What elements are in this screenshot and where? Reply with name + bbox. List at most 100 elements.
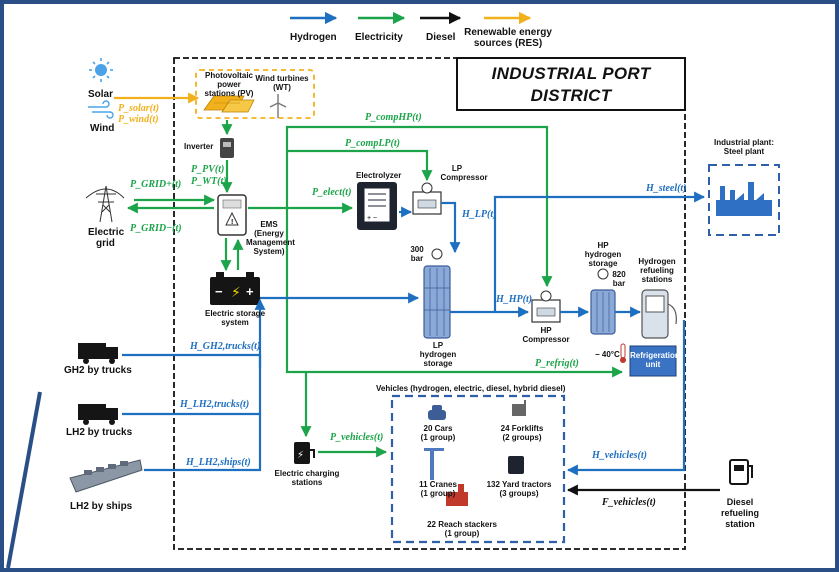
lp-storage-label-line3: storage	[423, 359, 453, 368]
diesel-station-label-line3: station	[725, 519, 755, 529]
district-title-line1: INDUSTRIAL PORT	[491, 64, 651, 83]
storage-label-line1: Electric storage	[204, 309, 266, 318]
svg-text:−: −	[215, 284, 223, 299]
lh2-ships-label: LH2 by ships	[70, 501, 133, 512]
lp-storage-label-line1: LP	[432, 341, 444, 350]
tractors-label-line2: (3 groups)	[499, 489, 539, 498]
legend-diesel-label: Diesel	[426, 32, 456, 43]
h-vehicles-arrow	[566, 320, 686, 476]
hp-storage-label-line1: HP	[597, 241, 609, 250]
diesel-station-label-line1: Diesel	[726, 497, 754, 507]
forklifts-label-line2: (2 groups)	[502, 433, 542, 442]
refrig-label-line1: Refrigeration	[630, 351, 680, 360]
gh2-trucks-label: GH2 by trucks	[64, 365, 132, 376]
tractors-label-line1: 132 Yard tractors	[486, 480, 552, 489]
ems-label-line3: Management	[246, 238, 295, 247]
corner-pointer	[6, 391, 42, 569]
p-comp-hp-label: P_compHP(t)	[365, 112, 422, 123]
thermometer-icon	[620, 343, 626, 363]
battery-icon: − ⚡ +	[210, 272, 260, 305]
hp-compressor-label-line1: HP	[540, 326, 552, 335]
lp-storage-label-line2: hydrogen	[419, 350, 457, 359]
vehicles-title: Vehicles (hydrogen, electric, diesel, hy…	[376, 384, 566, 393]
wt-label-line2: (WT)	[273, 83, 291, 92]
h-lh2-ships-line	[144, 414, 262, 472]
lp-compressor-label-line1: LP	[451, 164, 463, 173]
cars-label-line2: (1 group)	[420, 433, 456, 442]
legend-electricity-label: Electricity	[355, 32, 403, 43]
ems-label-line4: System)	[253, 247, 285, 256]
diesel-station-label-line2: refueling	[720, 508, 759, 518]
hydrogen-dispenser-icon	[641, 289, 677, 339]
car-icon	[428, 405, 446, 420]
grid-label-line1: Electric	[88, 227, 125, 238]
legend-res-label-line2: sources (RES)	[473, 38, 543, 49]
district-title-box	[456, 57, 686, 111]
p-pv-label: P_PV(t)	[191, 164, 225, 175]
pv-label-line3: stations (PV)	[204, 89, 254, 98]
h-gh2-trucks-label: H_GH2,trucks(t)	[190, 341, 261, 352]
bar300-label-line1: 300	[410, 245, 424, 254]
svg-text:⚡: ⚡	[231, 285, 241, 301]
wind-icon	[88, 100, 114, 119]
plant-label-line2: Steel plant	[723, 147, 765, 156]
svg-text:!: !	[231, 219, 233, 226]
refrig-label-line2: unit	[645, 360, 661, 369]
charging-station-icon: ⚡	[294, 442, 315, 464]
p-grid-plus-label: P_GRID+(t)	[130, 179, 182, 190]
ems-label-line1: EMS	[260, 220, 278, 229]
wt-label-line1: Wind turbines	[255, 74, 309, 83]
lp-storage-tank-icon	[423, 248, 451, 339]
h-vehicles-label: H_vehicles(t)	[592, 450, 647, 461]
sun-icon	[89, 58, 113, 82]
hp-storage-label-line3: storage	[588, 259, 618, 268]
solar-panel-icon	[203, 95, 255, 113]
pv-label-line2: power	[217, 80, 241, 89]
bar820-label-line2: bar	[612, 279, 626, 288]
minus40-label: − 40°C	[595, 350, 620, 359]
district-title-line2: DISTRICT	[530, 86, 612, 105]
stackers-label-line1: 22 Reach stackers	[427, 520, 497, 529]
h-lh2-trucks-label: H_LH2,trucks(t)	[180, 399, 250, 410]
f-vehicles-label: F_vehicles(t)	[602, 497, 656, 508]
solar-label: Solar	[88, 89, 114, 100]
diesel-pump-icon	[729, 459, 753, 485]
transmission-tower-icon	[85, 185, 125, 223]
legend-res-label-line1: Renewable energy	[464, 27, 552, 38]
lp-compressor-icon	[412, 182, 442, 215]
lh2-truck-icon	[78, 404, 118, 425]
cranes-label-line1: 11 Cranes	[419, 480, 457, 489]
electrolyzer-icon: + −	[357, 182, 397, 230]
stackers-label-line2: (1 group)	[444, 529, 480, 538]
refuel-label-line1: Hydrogen	[638, 257, 676, 266]
h-hp-label: H_HP(t)	[496, 294, 533, 305]
crane-icon	[424, 448, 444, 480]
refrigeration-unit-box	[629, 345, 677, 377]
yard-tractor-icon	[508, 456, 524, 474]
forklift-icon	[512, 400, 526, 416]
vehicles-box	[390, 394, 566, 544]
cars-label-line1: 20 Cars	[423, 424, 453, 433]
reach-stacker-icon	[446, 484, 468, 506]
hp-compressor-label-line2: Compressor	[522, 335, 570, 344]
hp-compressor-icon	[531, 290, 561, 323]
p-comp-lp-arrow	[287, 149, 433, 182]
wind-turbine-icon	[269, 94, 287, 118]
h-steel-label: H_steel(t)	[646, 183, 687, 194]
p-grid-minus-label: P_GRID−(t)	[130, 223, 182, 234]
h-lp-label: H_LP(t)	[462, 209, 497, 220]
legend-hydrogen-label: Hydrogen	[290, 32, 337, 43]
h-lp-arrow	[441, 201, 461, 254]
steel-plant-box	[708, 164, 780, 236]
lh2-trucks-label: LH2 by trucks	[66, 427, 133, 438]
inverter-label: Inverter	[184, 142, 214, 151]
inverter-icon	[220, 138, 234, 158]
p-comp-lp-label: P_compLP(t)	[345, 138, 400, 149]
plant-label-line1: Industrial plant:	[714, 138, 774, 147]
svg-text:+: +	[246, 284, 254, 299]
h-lh2-ships-label: H_LH2,ships(t)	[186, 457, 251, 468]
p-solar-label: P_solar(t)	[118, 103, 160, 114]
